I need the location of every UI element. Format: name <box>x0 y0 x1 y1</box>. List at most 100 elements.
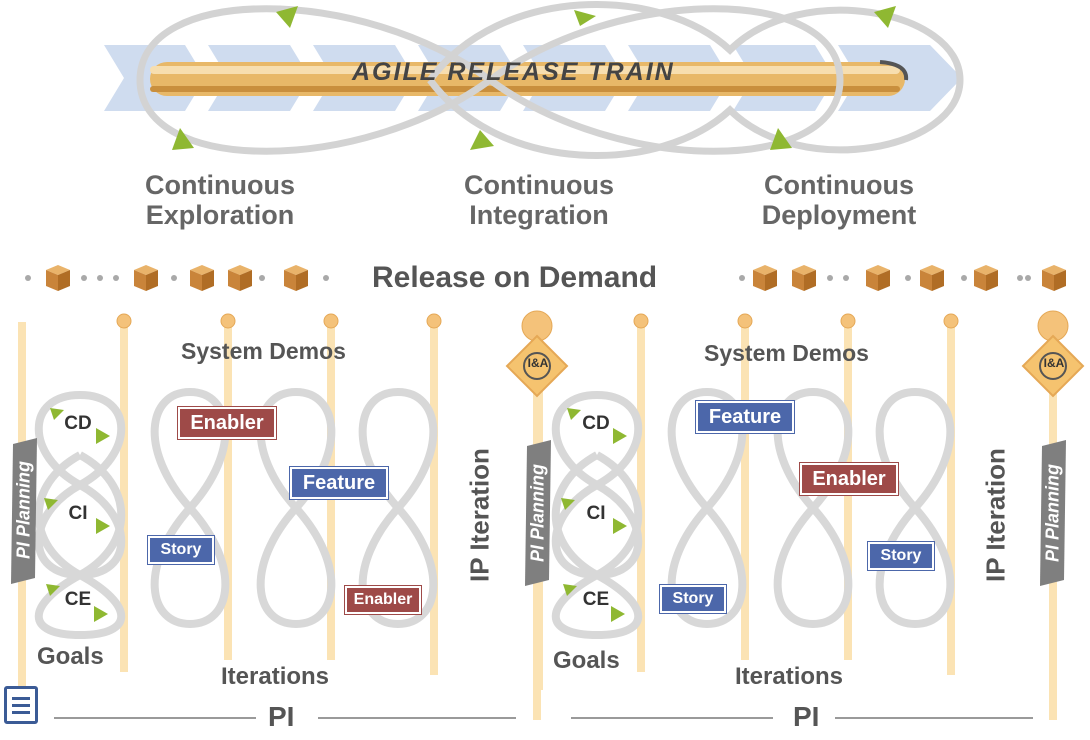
timeline-dot <box>1017 275 1023 281</box>
flow-arrowhead <box>44 498 58 510</box>
continuous-delivery-loop <box>551 451 643 640</box>
package-right <box>296 270 308 291</box>
ia-cycle-icon <box>523 352 551 380</box>
iteration-loop <box>358 387 438 629</box>
milestone-dot <box>116 313 132 329</box>
flow-arrowhead <box>613 428 627 444</box>
continuous-delivery-loop <box>34 451 126 640</box>
timeline-dot <box>843 275 849 281</box>
flow-arrowhead <box>613 518 627 534</box>
agile-release-train-banner <box>104 0 964 160</box>
ip-iteration-label-1: IP Iteration <box>464 448 495 582</box>
timeline-dot <box>739 275 745 281</box>
milestone-dot <box>633 313 649 329</box>
milestone-dot <box>220 313 236 329</box>
timeline-dot <box>827 275 833 281</box>
pi-planning-bar <box>11 438 37 584</box>
iterations-label-2: Iterations <box>735 663 844 690</box>
package-right <box>202 270 214 291</box>
ia-diamond <box>505 334 569 398</box>
iteration-loop <box>667 387 747 629</box>
ia-label-2: I&A <box>1043 356 1065 370</box>
system-demos-label-1: System Demos <box>181 338 346 364</box>
timeline-dot <box>961 275 967 281</box>
package-right <box>932 270 944 291</box>
timeline-dot <box>25 275 31 281</box>
package-left <box>284 270 296 291</box>
package-left <box>228 270 240 291</box>
enabler-badge: Enabler <box>345 586 421 614</box>
milestone-dot <box>840 313 856 329</box>
package-left <box>974 270 986 291</box>
timeline-dot <box>1025 275 1031 281</box>
flow-arrowhead <box>96 518 110 534</box>
pi-planning-label-1: PI Planning <box>13 460 34 560</box>
system-demos-label-2: System Demos <box>704 340 869 366</box>
story-badge: Story <box>148 536 214 564</box>
timeline-bar <box>120 322 128 672</box>
package-right <box>58 270 70 291</box>
phase-line: Continuous <box>764 170 914 200</box>
timeline-dot <box>81 275 87 281</box>
loop-label-ci-1: CI <box>68 503 88 524</box>
pi-planning-label-2: PI Planning <box>527 463 548 563</box>
release-on-demand-label: Release on Demand <box>372 261 658 294</box>
package-right <box>1054 270 1066 291</box>
feature-badge: Feature <box>290 467 388 499</box>
milestone-dot <box>323 313 339 329</box>
package-right <box>146 270 158 291</box>
pi-label-1: PI <box>258 701 305 733</box>
train-nose <box>879 60 909 81</box>
package-left <box>1042 270 1054 291</box>
package-left <box>134 270 146 291</box>
flow-arrowhead <box>563 584 577 596</box>
pi-planning-label-trailing: PI Planning <box>1042 463 1063 563</box>
package-left <box>920 270 932 291</box>
timeline-bar <box>430 322 438 675</box>
milestone-dot <box>426 313 442 329</box>
package-right <box>240 270 252 291</box>
enabler-badge: Enabler <box>800 463 898 495</box>
train-shadow <box>150 86 900 92</box>
flow-arrowhead <box>94 606 108 622</box>
train-title: AGILE RELEASE TRAIN <box>352 58 675 86</box>
train-highlight <box>150 66 900 74</box>
pi-label-2: PI <box>783 701 830 733</box>
infinity-loop-left <box>136 5 844 155</box>
story-badge: Story <box>868 542 934 570</box>
timeline-dot <box>259 275 265 281</box>
iterations-label-1: Iterations <box>221 663 330 690</box>
iteration-loop <box>875 387 955 629</box>
timeline-dot <box>171 275 177 281</box>
ia-diamond <box>1021 334 1085 398</box>
flow-arrowhead <box>567 408 581 420</box>
phase-line: Deployment <box>761 200 917 230</box>
package-left <box>753 270 765 291</box>
feature-badge: Feature <box>696 401 794 433</box>
flow-arrowhead <box>46 584 60 596</box>
iteration-loop <box>150 387 230 629</box>
story-badge: Story <box>660 585 726 613</box>
flow-arrowhead <box>561 498 575 510</box>
milestone-dot <box>943 313 959 329</box>
package-left <box>190 270 202 291</box>
pi-planning-bar <box>1040 440 1066 586</box>
document-icon[interactable] <box>4 686 38 724</box>
package-left <box>46 270 58 291</box>
timeline-dot <box>97 275 103 281</box>
package-left <box>792 270 804 291</box>
infinity-loop-right <box>427 0 964 160</box>
loop-label-ce-1: CE <box>64 589 92 610</box>
package-right <box>986 270 998 291</box>
loop-label-cd-1: CD <box>64 413 92 434</box>
phase-line: Continuous <box>464 170 614 200</box>
ia-label-1: I&A <box>527 356 549 370</box>
goals-label-2: Goals <box>553 647 620 674</box>
package-right <box>765 270 777 291</box>
enabler-badge: Enabler <box>178 407 276 439</box>
loop-label-ce-2: CE <box>582 589 610 610</box>
release-timeline <box>25 265 1066 291</box>
